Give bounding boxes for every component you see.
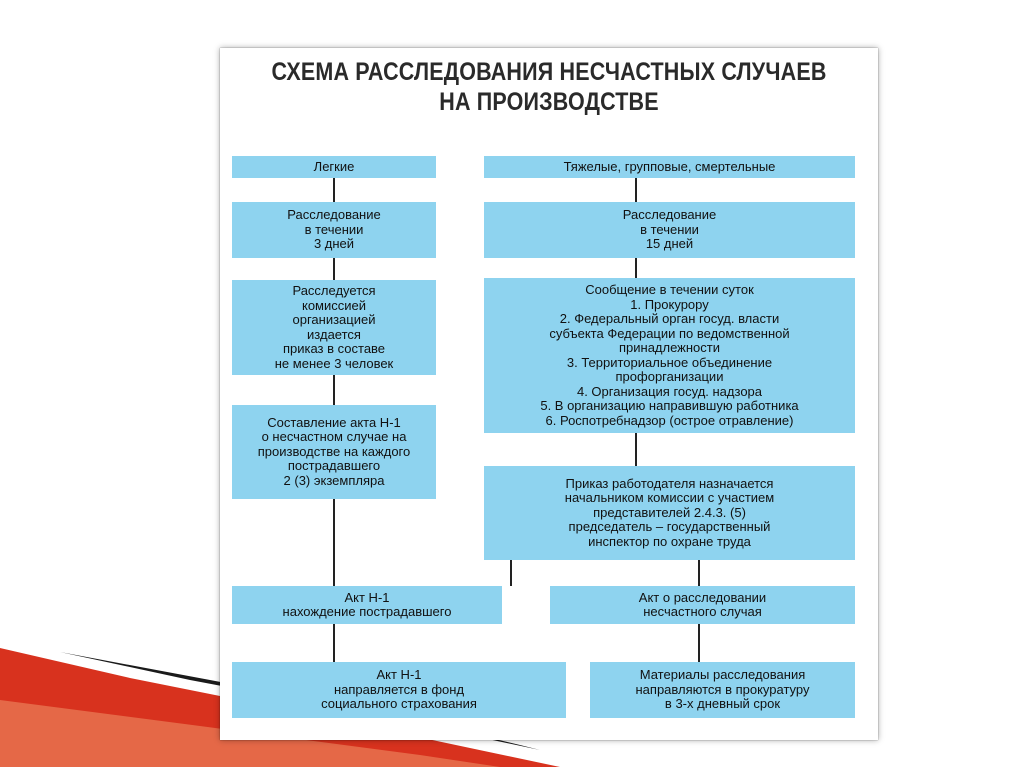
order-to-investigation-connector — [698, 560, 700, 586]
materials-box: Материалы расследования направляются в п… — [590, 662, 855, 718]
investigation-15-days: Расследование в течении 15 дней — [484, 202, 855, 258]
diagram-panel: СХЕМА РАССЛЕДОВАНИЯ НЕСЧАСТНЫХ СЛУЧАЕВ Н… — [220, 48, 878, 740]
act-drafting-box: Составление акта Н-1 о несчастном случае… — [232, 405, 436, 499]
commission-box: Расследуется комиссией организацией изда… — [232, 280, 436, 375]
act-investigation-box: Акт о расследовании несчастного случая — [550, 586, 855, 624]
right-connector-middle — [635, 433, 637, 466]
act-victim-box: Акт Н-1 нахождение пострадавшего — [232, 586, 502, 624]
employer-order-box: Приказ работодателя назначается начальни… — [484, 466, 855, 560]
notification-box: Сообщение в течении суток 1. Прокурору 2… — [484, 278, 855, 433]
category-light: Легкие — [232, 156, 436, 178]
order-to-act-connector — [510, 560, 512, 586]
category-severe: Тяжелые, групповые, смертельные — [484, 156, 855, 178]
investigation-to-materials-connector — [698, 624, 700, 662]
act-fund-box: Акт Н-1 направляется в фонд социального … — [232, 662, 566, 718]
diagram-title-line2: НА ПРОИЗВОДСТВЕ — [266, 88, 832, 117]
diagram-title-line1: СХЕМА РАССЛЕДОВАНИЯ НЕСЧАСТНЫХ СЛУЧАЕВ — [266, 58, 832, 87]
investigation-3-days: Расследование в течении 3 дней — [232, 202, 436, 258]
act-to-fund-connector — [333, 624, 335, 662]
